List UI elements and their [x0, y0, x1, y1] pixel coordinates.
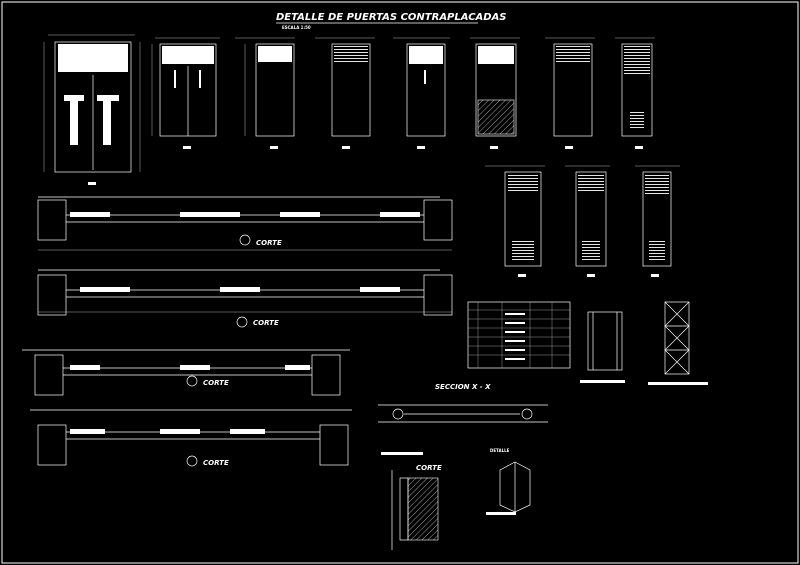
- door-section-icon: [37, 269, 453, 328]
- hinge-detail-icon: [381, 452, 439, 550]
- door-elevation-icon: [565, 165, 610, 277]
- door-section-icon: [37, 196, 453, 251]
- detail-section-title: CORTE: [416, 464, 442, 472]
- door-schedule-table: [467, 301, 571, 369]
- section-xx-icon: [378, 404, 548, 423]
- door-elevation-icon: [235, 37, 295, 137]
- section-xx-title: SECCION X - X: [435, 383, 491, 391]
- drawing-title: DETALLE DE PUERTAS CONTRAPLACADAS: [276, 12, 507, 23]
- section-label: CORTE: [256, 239, 282, 247]
- door-elevation-icon: [615, 37, 655, 137]
- door-elevation-icon: [635, 165, 680, 277]
- door-elevation-icon: [315, 37, 375, 137]
- lattice-detail-icon: [648, 301, 708, 385]
- door-section-icon: [30, 409, 352, 467]
- door-section-icon: [22, 349, 350, 396]
- section-label: CORTE: [253, 319, 279, 327]
- door-elevation-icon: [151, 37, 220, 137]
- scale-note: ESCALA 1:50: [282, 25, 311, 30]
- section-label: CORTE: [203, 379, 229, 387]
- section-label: CORTE: [203, 459, 229, 467]
- bracket-detail-icon: [486, 461, 531, 515]
- detail-title: DETALLE: [490, 448, 510, 453]
- door-elevation-icon: [485, 165, 545, 277]
- frame-detail-icon: [580, 311, 625, 383]
- door-elevation-icon: [393, 37, 450, 137]
- door-elevation-icon: [43, 34, 141, 173]
- door-elevation-icon: [545, 37, 595, 137]
- door-tags: [88, 146, 643, 185]
- door-elevation-icon: [470, 37, 520, 137]
